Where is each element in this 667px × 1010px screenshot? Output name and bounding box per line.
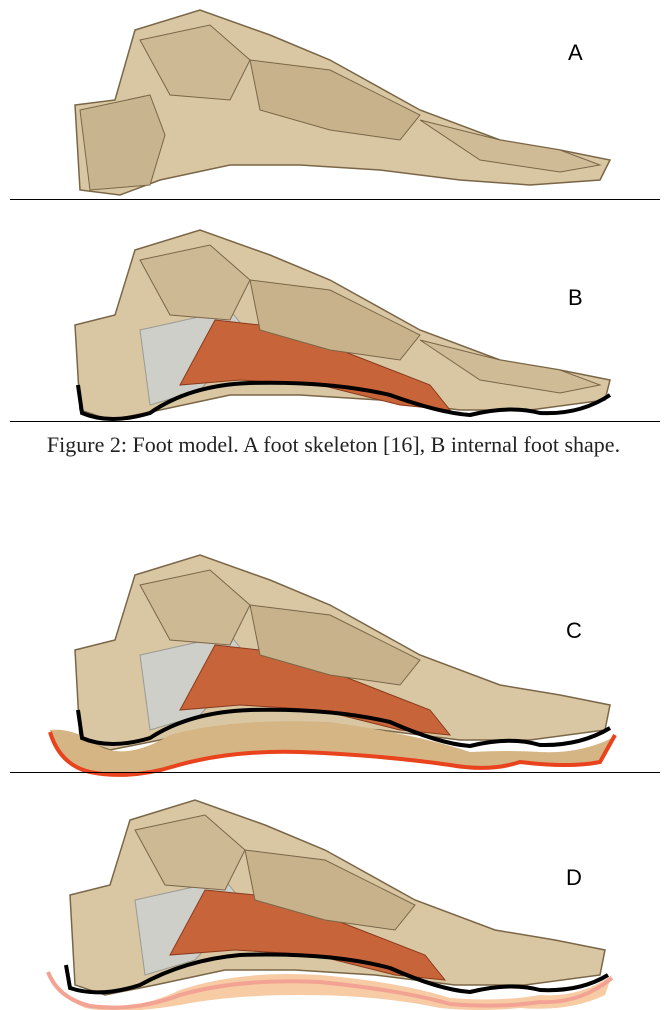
panel-c: C — [0, 540, 667, 780]
foot-padding-illustration-d — [0, 790, 667, 1010]
foot-skeleton-illustration-a — [0, 0, 667, 210]
panel-d: D — [0, 790, 667, 1010]
panel-label-d: D — [566, 865, 582, 891]
foot-padding-illustration-c — [0, 540, 667, 780]
ground-line-b — [10, 421, 660, 422]
panel-label-a: A — [568, 40, 583, 66]
panel-label-c: C — [566, 618, 582, 644]
ground-line-a — [10, 199, 660, 200]
foot-internal-shape-illustration-b — [0, 215, 667, 425]
ground-line-c — [10, 772, 660, 773]
panel-label-b: B — [568, 285, 583, 311]
panel-a: A — [0, 0, 667, 210]
panel-b: B — [0, 215, 667, 425]
figure-caption: Figure 2: Foot model. A foot skeleton [1… — [20, 428, 647, 462]
